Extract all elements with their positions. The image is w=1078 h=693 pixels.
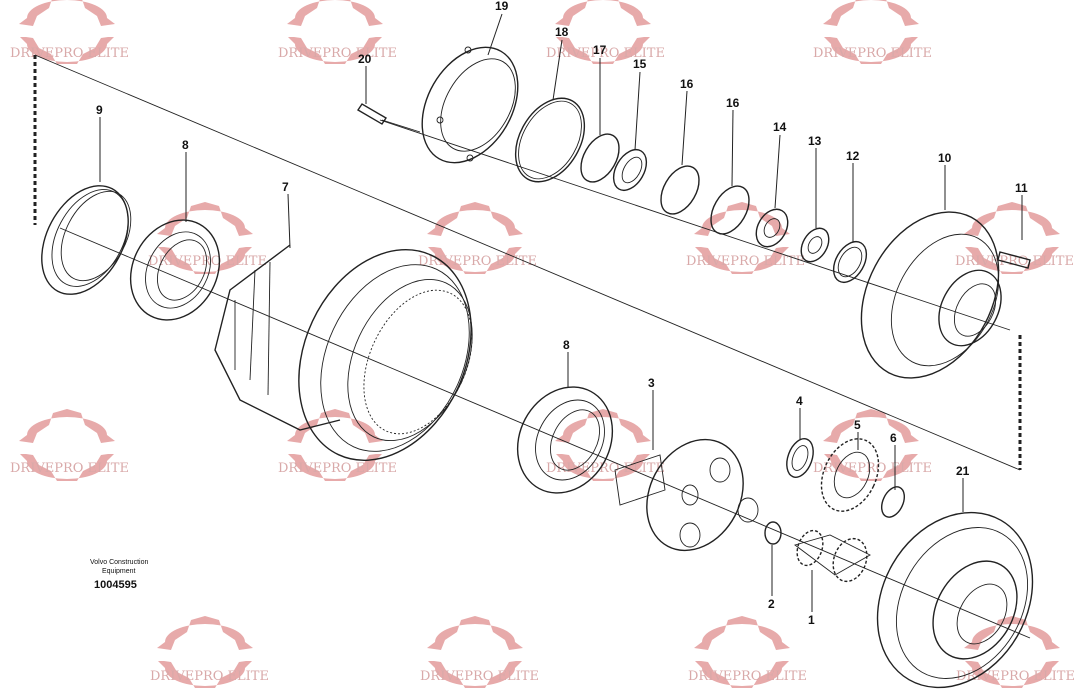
callout-18: 18: [555, 25, 569, 39]
publisher-line-2: Equipment: [102, 568, 136, 575]
part-5-planet-gear: [820, 438, 880, 512]
watermark-text: DRIVEPRO ELITE: [420, 669, 539, 684]
watermark-text: DRIVEPRO ELITE: [150, 669, 269, 684]
callout-20: 20: [358, 52, 372, 66]
callout-13: 13: [808, 134, 822, 148]
callout-16-a: 16: [680, 77, 694, 91]
callout-4: 4: [796, 394, 803, 408]
callout-15: 15: [633, 57, 647, 71]
drawing-number: 1004595: [94, 579, 137, 591]
publisher-line-1: Volvo Construction: [90, 559, 148, 566]
watermark-text: DRIVEPRO ELITE: [955, 254, 1074, 269]
part-14-washer: [755, 208, 789, 248]
watermark-text: DRIVEPRO ELITE: [688, 669, 807, 684]
part-15-nut: [612, 149, 648, 191]
part-6-circlip: [880, 486, 906, 518]
part-18-o-ring: [514, 97, 586, 183]
leader-lines: [99, 13, 1023, 612]
watermark-text: DRIVEPRO ELITE: [956, 669, 1075, 684]
watermark-text: DRIVEPRO ELITE: [546, 46, 665, 61]
watermark-text: DRIVEPRO ELITE: [813, 46, 932, 61]
part-16-lock-washer: [660, 165, 750, 235]
part-21-brake-drum: [876, 511, 1034, 689]
watermark-text: DRIVEPRO ELITE: [546, 461, 665, 476]
part-4-sleeve: [786, 438, 814, 478]
part-2-washer: [764, 521, 782, 545]
part-3-planet-carrier: [614, 438, 759, 552]
callout-12: 12: [846, 149, 860, 163]
watermark-text: DRIVEPRO ELITE: [278, 46, 397, 61]
watermark-text: DRIVEPRO ELITE: [686, 254, 805, 269]
part-1-sun-gear: [794, 529, 871, 583]
watermark-text: DRIVEPRO ELITE: [10, 461, 129, 476]
watermark-text: DRIVEPRO ELITE: [813, 461, 932, 476]
callout-7: 7: [282, 180, 289, 194]
part-12-thin-washer: [832, 241, 868, 283]
part-9-seal: [41, 185, 132, 295]
callout-19: 19: [495, 0, 509, 13]
watermark-layer: DRIVEPRO ELITE DRIVEPRO ELITE DRIVEPRO E…: [7, 0, 1075, 688]
part-7-hub-housing: [214, 244, 473, 461]
callout-8-lower: 8: [563, 338, 570, 352]
watermark-text: DRIVEPRO ELITE: [148, 254, 267, 269]
publisher-label: Volvo Construction Equipment 1004595: [90, 559, 148, 591]
part-8-bearing-lower: [516, 386, 614, 494]
callout-6: 6: [890, 431, 897, 445]
watermark-text: DRIVEPRO ELITE: [10, 46, 129, 61]
callout-10: 10: [938, 151, 952, 165]
part-19-cover: [421, 46, 519, 164]
part-10-wheel-hub: [860, 211, 1002, 379]
callout-17: 17: [593, 43, 607, 57]
assembly-axis: [33, 54, 1031, 639]
callout-1: 1: [808, 613, 815, 627]
part-20-bolt: [357, 103, 421, 133]
part-13-spacer: [800, 227, 830, 263]
callout-5: 5: [854, 418, 861, 432]
callout-9: 9: [96, 103, 103, 117]
watermark-text: DRIVEPRO ELITE: [278, 461, 397, 476]
callout-numbers: 19 18 17 15 16 16 14 13 12 10 11 20 9 8 …: [96, 0, 1028, 627]
watermark-text: DRIVEPRO ELITE: [418, 254, 537, 269]
callout-21: 21: [956, 464, 970, 478]
callout-16-b: 16: [726, 96, 740, 110]
part-11-stud: [997, 251, 1031, 269]
callout-14: 14: [773, 120, 787, 134]
callout-3: 3: [648, 376, 655, 390]
callout-2: 2: [768, 597, 775, 611]
callout-11: 11: [1015, 181, 1028, 195]
part-17-snap-ring: [580, 133, 620, 183]
part-8-bearing-upper: [129, 219, 221, 321]
callout-8-upper: 8: [182, 138, 189, 152]
